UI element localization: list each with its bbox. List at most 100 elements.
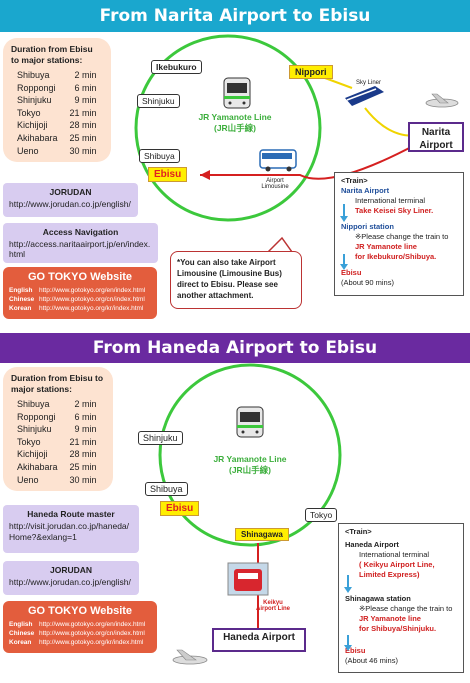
- station: Shibuya: [17, 399, 50, 409]
- jorudan-link[interactable]: http://www.jorudan.co.jp/english/: [9, 199, 131, 209]
- time: 2 min: [74, 399, 97, 409]
- jr-line-name: JR Yamanote Line: [198, 112, 272, 122]
- time: 21 min: [69, 436, 97, 447]
- haneda-gotokyo-box[interactable]: GO TOKYO Website English http://www.gotok…: [3, 601, 157, 653]
- station: Ueno: [17, 474, 39, 485]
- train-origin-line: Take Keisei Sky Liner.: [355, 206, 434, 215]
- gotokyo-title: GO TOKYO Website: [27, 271, 133, 283]
- bus-label: Airport Limousine: [261, 178, 289, 190]
- plane-icon: [172, 649, 208, 665]
- gotokyo-row[interactable]: English http://www.gotokyo.org/en/index.h…: [9, 620, 151, 629]
- lang: English: [9, 287, 33, 294]
- narita-duration-box: Duration from Ebisu to major stations: S…: [3, 38, 111, 162]
- routemaster-link[interactable]: http://visit.jorudan.co.jp/haneda/Home?&…: [9, 521, 130, 542]
- time: 25 min: [69, 461, 97, 472]
- lang: Korean: [9, 639, 32, 646]
- url[interactable]: http://www.gotokyo.org/en/index.html: [39, 621, 146, 628]
- time: 6 min: [74, 411, 97, 422]
- gotokyo-row[interactable]: Korean http://www.gotokyo.org/kr/index.ht…: [9, 638, 151, 647]
- train-icon: [236, 406, 264, 438]
- station-shinjuku: Shinjuku: [138, 431, 183, 445]
- station: Tokyo: [17, 436, 41, 447]
- station: Shinjuku: [17, 424, 52, 435]
- station-shinagawa: Shinagawa: [235, 528, 289, 541]
- train-icon: [223, 77, 251, 109]
- station-ebisu: Ebisu: [148, 167, 188, 182]
- train-transfer-dir: for Ikebukuro/Shibuya.: [355, 252, 437, 261]
- narita-jorudan-box[interactable]: JORUDAN http://www.jorudan.co.jp/english…: [3, 183, 138, 217]
- train-transfer-note: ※Please change the train to: [355, 232, 449, 241]
- haneda-banner: From Haneda Airport to Ebisu: [0, 333, 470, 363]
- yamanote-loop: [158, 363, 342, 547]
- url[interactable]: http://www.gotokyo.org/cn/index.html: [39, 630, 145, 637]
- haneda-title: From Haneda Airport to Ebisu: [92, 338, 378, 358]
- train-transfer-line: JR Yamanote line: [355, 242, 417, 251]
- skyliner-icon: [345, 86, 384, 106]
- station: Roppongi: [17, 411, 56, 422]
- train-transfer: Shinagawa station: [345, 594, 411, 603]
- time: 30 min: [69, 145, 97, 156]
- train-origin: Haneda Airport: [345, 540, 399, 549]
- station-ikebukuro: Ikebukuro: [151, 60, 202, 74]
- train-header: <Train>: [345, 527, 372, 536]
- jorudan-link[interactable]: http://www.jorudan.co.jp/english/: [9, 577, 131, 587]
- station: Akihabara: [17, 461, 58, 472]
- skyliner-label: Sky Liner: [356, 80, 382, 86]
- url[interactable]: http://www.gotokyo.org/en/index.html: [39, 287, 146, 294]
- access-link[interactable]: http://access.naritaairport.jp/en/index.…: [9, 239, 151, 259]
- haneda-route-map: [158, 363, 342, 665]
- train-time: (About 90 mins): [341, 278, 394, 287]
- narita-title: From Narita Airport to Ebisu: [99, 6, 371, 26]
- narita-gotokyo-box[interactable]: GO TOKYO Website English http://www.gotok…: [3, 267, 157, 319]
- limousine-note: *You can also take Airport Limousine (Li…: [170, 251, 302, 309]
- jorudan-title: JORUDAN: [49, 565, 93, 575]
- gotokyo-row[interactable]: Chinese http://www.gotokyo.org/cn/index.h…: [9, 629, 151, 638]
- narita-train-box: <Train> Narita Airport International ter…: [334, 172, 464, 296]
- station-shinjuku: Shinjuku: [137, 94, 180, 108]
- gotokyo-row[interactable]: English http://www.gotokyo.org/en/index.h…: [9, 286, 151, 295]
- skyliner-route-2: [324, 77, 353, 89]
- haneda-jorudan-box[interactable]: JORUDAN http://www.jorudan.co.jp/english…: [3, 561, 139, 595]
- duration-row: Ueno 30 min: [11, 474, 101, 487]
- station: Shinjuku: [17, 95, 52, 106]
- plane-icon: [425, 93, 459, 108]
- train-transfer: Nippori station: [341, 222, 394, 231]
- gotokyo-row[interactable]: Chinese http://www.gotokyo.org/cn/index.h…: [9, 295, 151, 304]
- narita-airport-box: Narita Airport: [408, 122, 464, 152]
- train-origin: Narita Airport: [341, 186, 390, 195]
- haneda-routemaster-box[interactable]: Haneda Route master http://visit.jorudan…: [3, 505, 139, 553]
- station: Shibuya: [17, 70, 50, 80]
- duration-row: Ueno 30 min: [11, 145, 101, 158]
- note-pointer: [266, 236, 294, 253]
- station: Ueno: [17, 145, 39, 156]
- lang: Chinese: [9, 296, 35, 303]
- time: 6 min: [74, 82, 97, 93]
- time: 30 min: [69, 474, 97, 485]
- time: 21 min: [69, 107, 97, 118]
- time: 2 min: [74, 70, 97, 80]
- lang: Chinese: [9, 630, 35, 637]
- haneda-train-arrows: [344, 575, 352, 651]
- gotokyo-title: GO TOKYO Website: [27, 605, 133, 617]
- narita-access-box[interactable]: Access Navigation http://access.naritaai…: [3, 223, 158, 263]
- limousine-arrow: [200, 170, 210, 180]
- url[interactable]: http://www.gotokyo.org/cn/index.html: [39, 296, 145, 303]
- station: Roppongi: [17, 82, 56, 93]
- duration-row: Tokyo 21 min: [11, 436, 101, 449]
- url[interactable]: http://www.gotokyo.org/kr/index.html: [39, 305, 144, 312]
- url[interactable]: http://www.gotokyo.org/kr/index.html: [39, 639, 144, 646]
- station: Tokyo: [17, 107, 41, 118]
- duration-heading: Duration from Ebisu to major stations:: [11, 44, 93, 65]
- narita-banner: From Narita Airport to Ebisu: [0, 0, 470, 32]
- duration-row: Shibuya 2 min: [11, 398, 101, 411]
- station: Kichijoji: [17, 449, 48, 460]
- duration-heading: Duration from Ebisu to major stations:: [11, 373, 104, 394]
- lang: English: [9, 621, 33, 628]
- haneda-airport-box: Haneda Airport: [212, 628, 306, 652]
- duration-row: Roppongi 6 min: [11, 411, 101, 424]
- train-dest: Ebisu: [341, 268, 362, 277]
